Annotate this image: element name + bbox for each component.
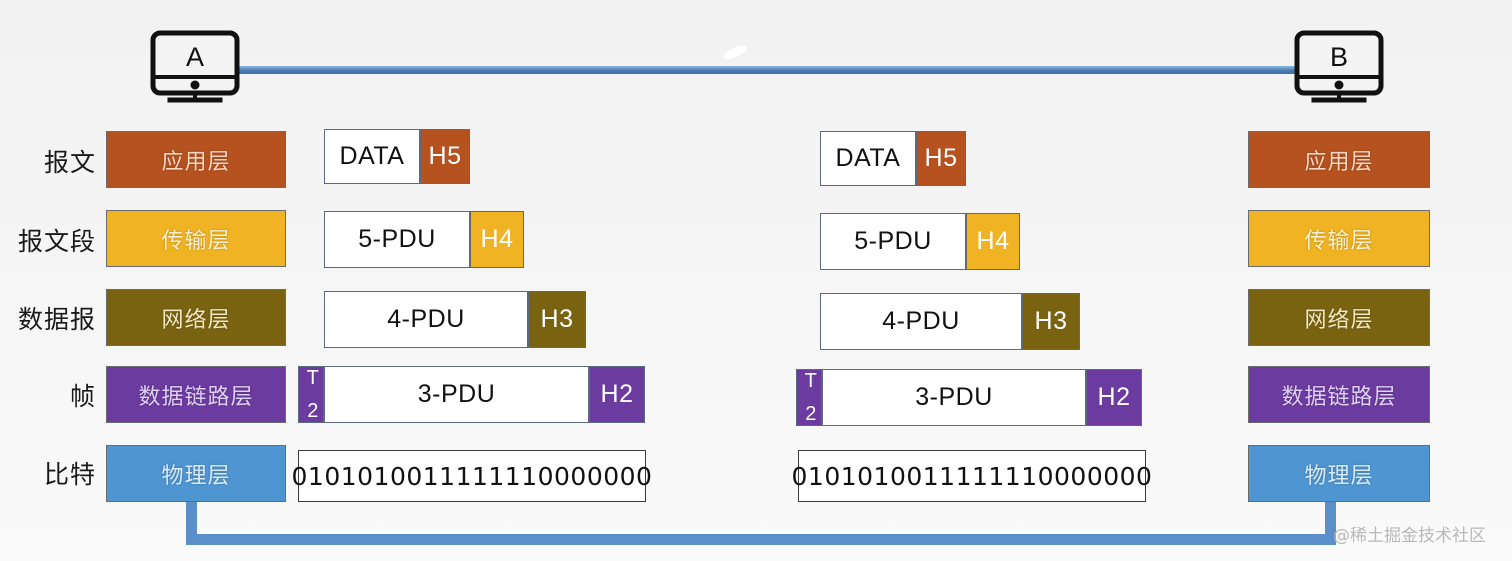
stack-right-network[interactable]: 网络层 — [1248, 289, 1430, 346]
pdu-right-data-body: DATA — [820, 131, 916, 186]
bottom-link-vertical-right — [1325, 502, 1336, 545]
stack-left-datalink[interactable]: 数据链路层 — [106, 366, 286, 423]
bottom-link-horizontal — [186, 534, 1336, 545]
pdu-right-4pdu: 4-PDU H3 — [820, 293, 1080, 350]
pdu-right-4pdu-body: 4-PDU — [820, 293, 1022, 350]
stack-left-network[interactable]: 网络层 — [106, 289, 286, 346]
pdu-right-5pdu-header: H4 — [966, 213, 1020, 270]
pdu-right-data-header: H5 — [916, 131, 966, 186]
watermark: @稀土掘金技术社区 — [1333, 526, 1486, 546]
pdu-left-data: DATA H5 — [324, 129, 470, 184]
stack-right-datalink[interactable]: 数据链路层 — [1248, 366, 1430, 423]
pdu-left-3pdu-trailer-line2: 2 — [307, 400, 319, 422]
stack-left-transport[interactable]: 传输层 — [106, 210, 286, 267]
pdu-left-5pdu: 5-PDU H4 — [324, 211, 524, 268]
row-label-segment: 报文段 — [17, 227, 96, 256]
pdu-left-5pdu-body: 5-PDU — [324, 211, 470, 268]
pdu-left-5pdu-header: H4 — [470, 211, 524, 268]
stack-right-transport[interactable]: 传输层 — [1248, 210, 1430, 267]
pdu-right-3pdu-header: H2 — [1086, 369, 1142, 426]
row-label-frame: 帧 — [69, 382, 96, 411]
pdu-left-3pdu-trailer-line1: T — [306, 367, 320, 389]
pdu-left-4pdu: 4-PDU H3 — [324, 291, 586, 348]
host-b: B — [1294, 30, 1384, 105]
stack-left-application[interactable]: 应用层 — [106, 131, 286, 188]
pdu-left-4pdu-header: H3 — [528, 291, 586, 348]
row-label-bit: 比特 — [43, 460, 96, 489]
stack-right-physical[interactable]: 物理层 — [1248, 445, 1430, 502]
host-a-label: A — [186, 42, 204, 72]
pdu-right-3pdu-trailer-line1: T — [804, 370, 818, 392]
row-label-message: 报文 — [43, 148, 96, 177]
pdu-right-5pdu: 5-PDU H4 — [820, 213, 1020, 270]
pdu-left-3pdu-trailer: T 2 — [298, 366, 324, 423]
pdu-right-3pdu-trailer-line2: 2 — [805, 403, 817, 425]
link-highlight-tick — [721, 43, 749, 62]
pdu-right-3pdu: T 2 3-PDU H2 — [796, 369, 1142, 426]
pdu-right-4pdu-header: H3 — [1022, 293, 1080, 350]
pdu-left-4pdu-body: 4-PDU — [324, 291, 528, 348]
bitstream-right: 0101010011111110000000 — [792, 450, 1152, 502]
pdu-left-3pdu-header: H2 — [589, 366, 645, 423]
bitstream-left: 0101010011111110000000 — [292, 450, 652, 502]
pdu-left-3pdu: T 2 3-PDU H2 — [298, 366, 645, 423]
pdu-left-data-body: DATA — [324, 129, 420, 184]
pdu-right-3pdu-trailer: T 2 — [796, 369, 822, 426]
pdu-right-5pdu-body: 5-PDU — [820, 213, 966, 270]
host-b-label: B — [1330, 42, 1348, 72]
row-label-datagram: 数据报 — [17, 305, 96, 334]
host-a: A — [150, 30, 240, 105]
stack-right-application[interactable]: 应用层 — [1248, 131, 1430, 188]
top-link-line — [232, 66, 1302, 74]
pdu-left-3pdu-body: 3-PDU — [324, 366, 589, 423]
pdu-right-data: DATA H5 — [820, 131, 966, 186]
pdu-left-data-header: H5 — [420, 129, 470, 184]
pdu-right-3pdu-body: 3-PDU — [822, 369, 1086, 426]
stack-left-physical[interactable]: 物理层 — [106, 445, 286, 502]
bottom-link-vertical-left — [186, 502, 197, 545]
